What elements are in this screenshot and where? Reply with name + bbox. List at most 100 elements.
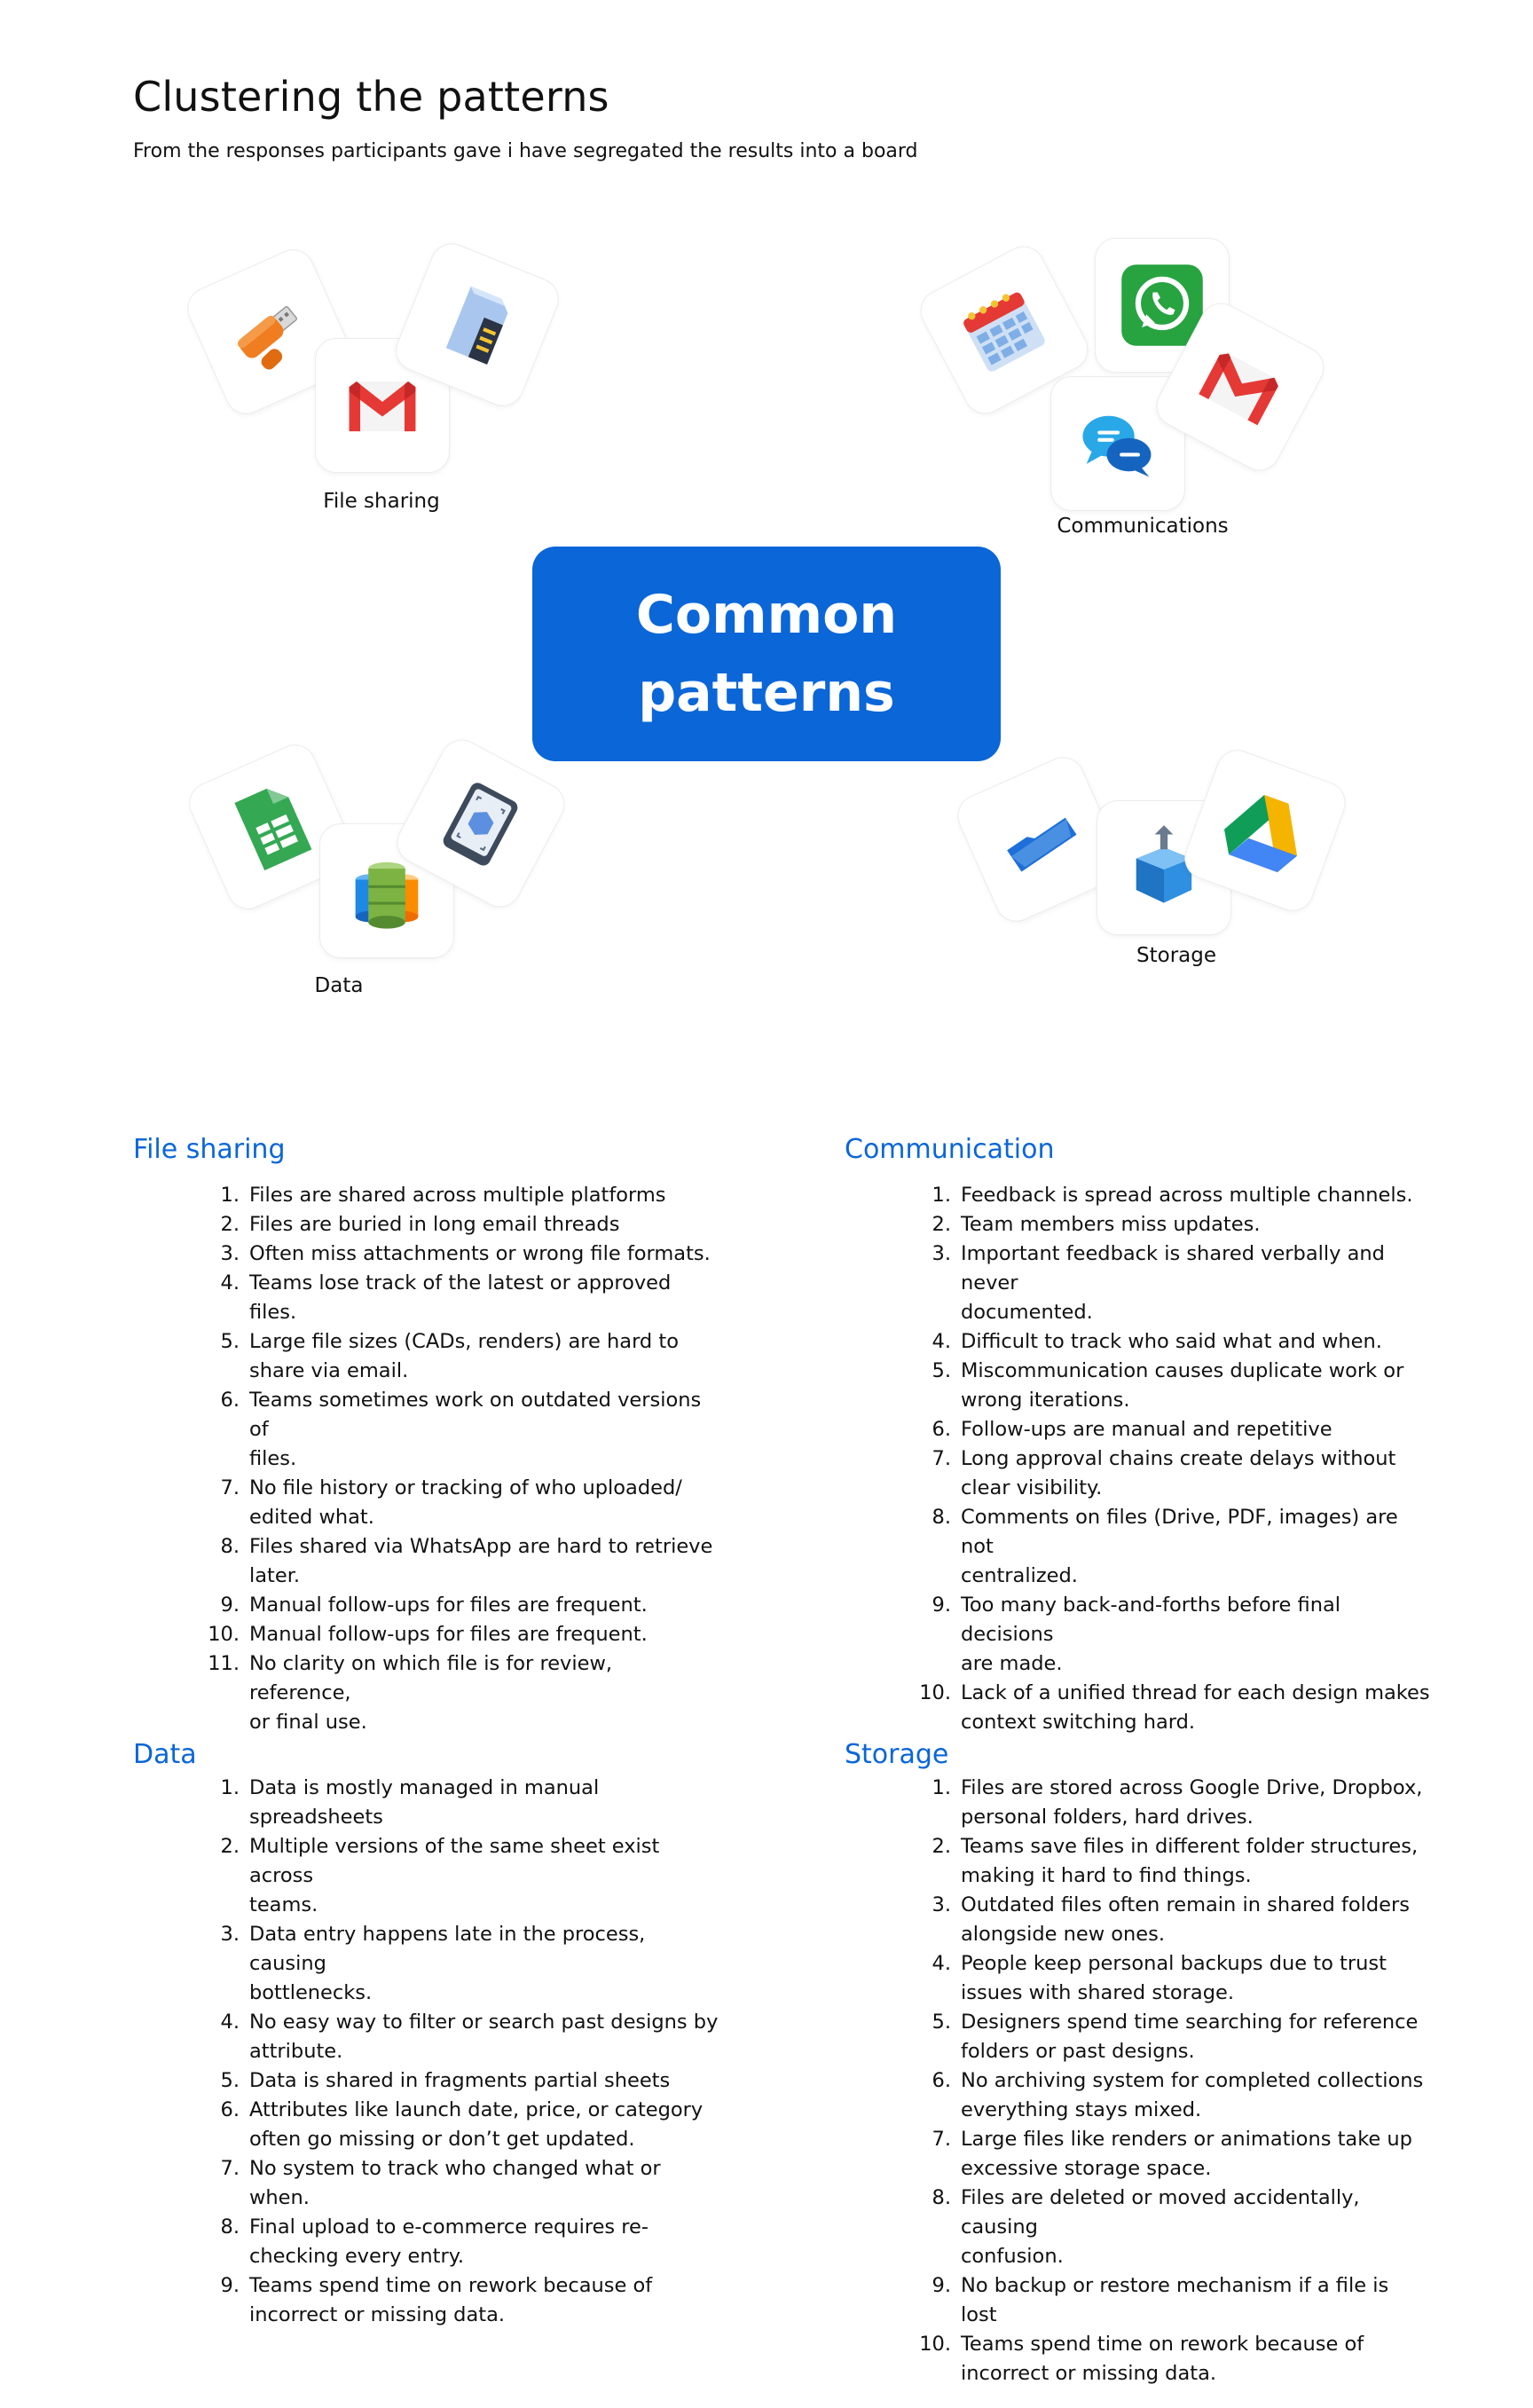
list-item-text: Manual follow-ups for files are frequent… bbox=[249, 1594, 648, 1617]
list-item-number: 5. bbox=[220, 1330, 240, 1353]
common-patterns-box: Common patterns bbox=[532, 547, 1001, 761]
list-item-number: 4. bbox=[220, 2011, 240, 2034]
list-item-number: 8. bbox=[220, 2215, 240, 2239]
list-item: 7.No file history or tracking of who upl… bbox=[133, 1474, 719, 1532]
list-item-text: issues with shared storage. bbox=[961, 1981, 1234, 2004]
list-item-text: context switching hard. bbox=[961, 1711, 1196, 1734]
list-item-text: Teams lose track of the latest or approv… bbox=[249, 1271, 672, 1324]
list-item-text: Files are deleted or moved accidentally,… bbox=[961, 2186, 1360, 2239]
list-item: 3.Outdated files often remain in shared … bbox=[845, 1891, 1430, 1949]
list-item-number: 7. bbox=[932, 1447, 951, 1470]
list-item-text: wrong iterations. bbox=[961, 1389, 1130, 1412]
list-item: 11.No clarity on which file is for revie… bbox=[133, 1649, 719, 1737]
card-data-tablet bbox=[389, 732, 572, 915]
list-item-number: 8. bbox=[932, 1506, 951, 1529]
list-item: 4.People keep personal backups due to tr… bbox=[845, 1949, 1430, 2008]
section-storage: Storage 1. Files are stored across Google… bbox=[845, 1739, 1430, 2388]
gmail-icon bbox=[1199, 351, 1279, 426]
list-item-text: edited what. bbox=[249, 1506, 374, 1529]
list-item-number: 8. bbox=[220, 1535, 240, 1558]
list-file-sharing: 1.Files are shared across multiple platf… bbox=[133, 1181, 719, 1737]
list-item-text: Teams spend time on rework because of bbox=[961, 2333, 1364, 2356]
list-item-text: Feedback is spread across multiple chann… bbox=[961, 1184, 1413, 1207]
list-item-text: No backup or restore mechanism if a file… bbox=[961, 2274, 1389, 2326]
list-item: 8. Files shared via WhatsApp are hard to … bbox=[133, 1532, 719, 1591]
data-tablet-icon bbox=[443, 783, 518, 866]
card-folder bbox=[950, 750, 1129, 929]
folder-icon bbox=[1007, 817, 1077, 872]
list-item-text: personal folders, hard drives. bbox=[961, 1806, 1254, 1829]
list-item: 3. Important feedback is shared verbally … bbox=[845, 1239, 1430, 1327]
list-item-text: Teams save files in different folder str… bbox=[961, 1835, 1419, 1858]
list-item-text: centralized. bbox=[961, 1564, 1078, 1587]
list-item: 6.Attributes like launch date, price, or… bbox=[133, 2096, 719, 2154]
list-item-text: Files are buried in long email threads bbox=[249, 1213, 620, 1236]
list-item-number: 1. bbox=[932, 1776, 951, 1799]
list-item-number: 7. bbox=[932, 2128, 951, 2151]
card-calendar bbox=[913, 239, 1096, 421]
cluster-label-data: Data bbox=[314, 974, 364, 997]
list-item-text: making it hard to find things. bbox=[961, 1864, 1252, 1887]
list-item-text: Data is mostly managed in manual bbox=[249, 1776, 600, 1799]
whatsapp-icon bbox=[1121, 264, 1203, 346]
list-item: 2.Multiple versions of the same sheet ex… bbox=[133, 1832, 719, 1920]
list-item-text: files. bbox=[249, 1447, 297, 1470]
list-item-text: Too many back-and-forths before final de… bbox=[961, 1594, 1341, 1646]
list-item-number: 9. bbox=[220, 1594, 240, 1617]
list-item-number: 6. bbox=[932, 1418, 951, 1441]
list-item-number: 10. bbox=[208, 1623, 240, 1646]
list-item: 6.Teams sometimes work on outdated versi… bbox=[133, 1386, 719, 1474]
list-item-text: Large files like renders or animations t… bbox=[961, 2128, 1412, 2151]
list-item-text: Follow-ups are manual and repetitive bbox=[961, 1418, 1333, 1441]
list-item: 5.Miscommunication causes duplicate work… bbox=[845, 1357, 1430, 1415]
list-item-text: No system to track who changed what or w… bbox=[249, 2157, 661, 2209]
list-item-text: excessive storage space. bbox=[961, 2157, 1212, 2180]
cluster-label-communications: Communications bbox=[1057, 515, 1229, 538]
list-item: 5.Designers spend time searching for ref… bbox=[845, 2008, 1430, 2066]
box-icon bbox=[1136, 825, 1192, 903]
list-item-text: Files are shared across multiple platfor… bbox=[249, 1184, 666, 1207]
list-item-text: teams. bbox=[249, 1893, 318, 1916]
list-item-text: later. bbox=[249, 1564, 301, 1587]
card-spreadsheet bbox=[182, 737, 361, 917]
list-item-text: alongside new ones. bbox=[961, 1923, 1165, 1946]
list-item-text: clear visibility. bbox=[961, 1476, 1103, 1499]
list-item-number: 1. bbox=[932, 1184, 951, 1207]
sd-card-icon bbox=[445, 286, 508, 365]
card-usb bbox=[180, 242, 359, 421]
card-google-drive bbox=[1178, 744, 1352, 917]
list-item-text: Files shared via WhatsApp are hard to re… bbox=[249, 1535, 713, 1558]
list-item-number: 9. bbox=[932, 2274, 951, 2297]
list-item-text: No archiving system for completed collec… bbox=[961, 2069, 1424, 2092]
list-item-text: Multiple versions of the same sheet exis… bbox=[249, 1835, 660, 1887]
list-item-text: or final use. bbox=[249, 1711, 367, 1734]
section-heading-storage: Storage bbox=[845, 1739, 949, 1770]
list-item: 8.Comments on files (Drive, PDF, images)… bbox=[845, 1503, 1430, 1591]
database-icon bbox=[355, 862, 419, 929]
list-item-text: Files are stored across Google Drive, Dr… bbox=[961, 1776, 1423, 1799]
list-item-number: 4. bbox=[932, 1330, 951, 1353]
list-item: 10.Teams spend time on rework because of… bbox=[845, 2330, 1430, 2388]
list-item: 9.Too many back-and-forths before final … bbox=[845, 1591, 1430, 1679]
list-item-number: 3. bbox=[932, 1242, 951, 1265]
list-item: 4. Difficult to track who said what and w… bbox=[845, 1327, 1430, 1357]
gmail-icon bbox=[349, 381, 416, 432]
list-item-text: Manual follow-ups for files are frequent… bbox=[249, 1623, 648, 1646]
list-item-number: 3. bbox=[220, 1923, 240, 1946]
list-item-text: No file history or tracking of who uploa… bbox=[249, 1476, 682, 1499]
list-item-text: People keep personal backups due to trus… bbox=[961, 1952, 1387, 1975]
list-item-text: bottlenecks. bbox=[249, 1981, 373, 2004]
list-item-text: Attributes like launch date, price, or c… bbox=[249, 2098, 704, 2121]
list-item: 7. Large files like renders or animations… bbox=[845, 2125, 1430, 2184]
list-item-text: checking every entry. bbox=[249, 2245, 464, 2268]
list-item-number: 2. bbox=[932, 1213, 951, 1236]
list-item-text: Often miss attachments or wrong file for… bbox=[249, 1242, 711, 1265]
list-item-text: Important feedback is shared verbally an… bbox=[961, 1242, 1385, 1294]
list-item-text: Difficult to track who said what and whe… bbox=[961, 1330, 1382, 1353]
list-item: 1.Files are shared across multiple platf… bbox=[133, 1181, 719, 1210]
list-item: 2.Team members miss updates. bbox=[845, 1210, 1430, 1239]
list-item: 5.Large file sizes (CADs, renders) are h… bbox=[133, 1327, 719, 1386]
common-patterns-label: Common patterns bbox=[635, 584, 898, 724]
